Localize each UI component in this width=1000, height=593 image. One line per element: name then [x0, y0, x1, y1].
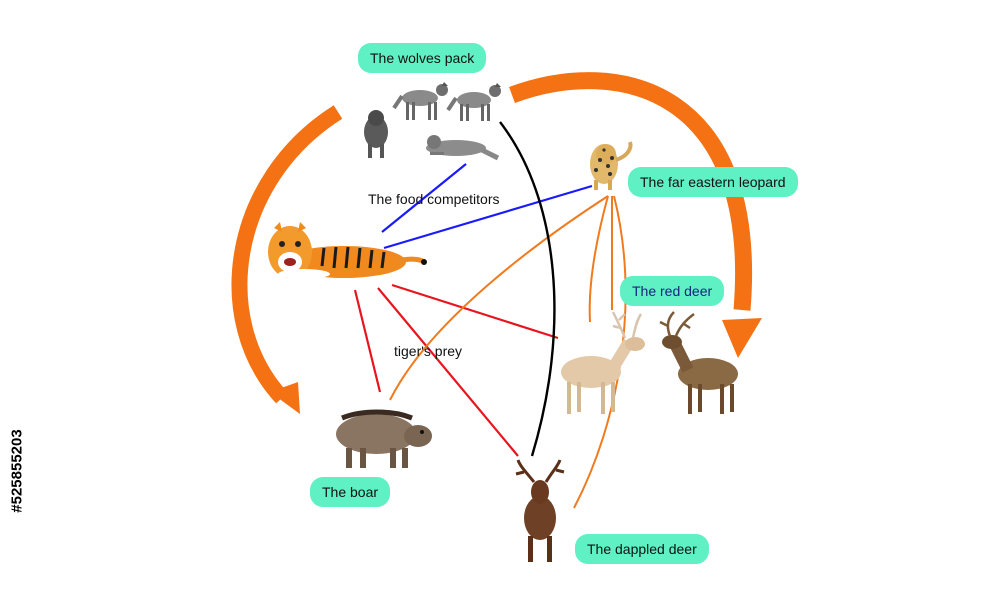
red-deer-label: The red deer [620, 276, 725, 306]
wolf-prey-line [499, 121, 556, 457]
competitor-lines [381, 163, 593, 250]
dappled-deer-label: The dappled deer [575, 534, 709, 564]
red-deer-icon [659, 311, 738, 414]
food-competitors-caption: The food competitors [368, 191, 500, 207]
dappled-deer-icon [515, 459, 565, 562]
wolf-icon [364, 82, 501, 161]
wolves-to-red-deer-arrow [509, 72, 752, 311]
boar-arrowhead [270, 382, 300, 414]
tiger-prey-lines [353, 283, 559, 457]
tiger-icon [268, 222, 427, 279]
stock-id-watermark: #525855203 [8, 429, 26, 513]
sika-deer-icon [561, 311, 645, 414]
boar-label: The boar [310, 477, 391, 507]
wolves-to-boar-arrow [231, 105, 343, 404]
tigers-prey-caption: tiger's prey [394, 343, 463, 359]
wolves-pack-label: The wolves pack [358, 43, 487, 73]
wolf-predation-arrows [231, 72, 762, 414]
boar-icon [336, 409, 432, 468]
leopard-icon [590, 141, 633, 190]
leopard-label: The far eastern leopard [628, 167, 798, 197]
red-deer-arrowhead [722, 318, 762, 358]
